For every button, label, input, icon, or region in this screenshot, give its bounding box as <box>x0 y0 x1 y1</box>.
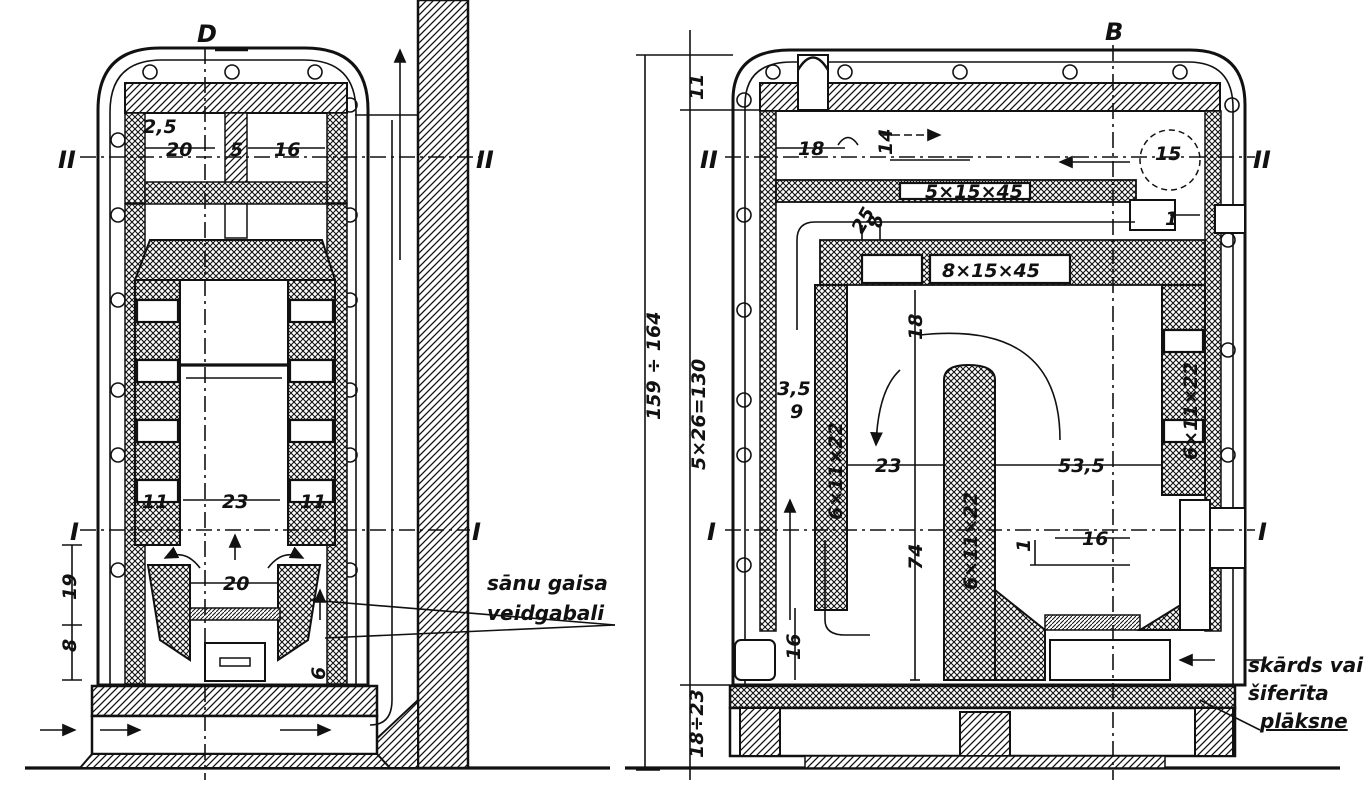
chimney-wall <box>416 0 470 770</box>
right-dim-1b: 1 <box>1013 539 1035 552</box>
left-dim-20a: 20 <box>166 139 192 161</box>
right-section-i-right: I <box>1258 518 1267 546</box>
left-dim-19: 19 <box>59 574 81 600</box>
right-note-line1: skārds vai <box>1248 653 1364 677</box>
left-section-ii-right: II <box>476 146 494 174</box>
right-dim-18-23: 18÷23 <box>686 689 708 758</box>
right-view: B II II I I 11 159 ÷ 164 5×26=130 18÷23 … <box>636 18 1364 780</box>
right-outer-casing <box>731 48 1247 687</box>
left-note-line1: sānu gaisa <box>487 571 608 595</box>
left-dim-8: 8 <box>59 639 81 652</box>
right-dim-11: 11 <box>686 74 708 100</box>
left-section-letter: D <box>197 20 217 48</box>
left-dim-6: 6 <box>308 667 330 680</box>
right-dim-1a: 1 <box>1165 208 1178 230</box>
left-dim-23: 23 <box>222 491 248 513</box>
left-dim-11b: 11 <box>300 491 326 513</box>
left-section-ii-left: II <box>58 146 76 174</box>
right-dim-8: 8 <box>865 215 887 228</box>
right-dim-74: 74 <box>905 544 927 570</box>
right-brick-top: 5×15×45 <box>925 181 1023 203</box>
left-note-line2: veidgabali <box>487 601 605 625</box>
right-dim-159-164: 159 ÷ 164 <box>643 312 665 420</box>
left-dim-5: 5 <box>230 139 243 161</box>
left-dim-2-5: 2,5 <box>143 116 177 138</box>
right-dim-23: 23 <box>875 455 901 477</box>
right-dim-5x26: 5×26=130 <box>688 359 710 470</box>
left-dim-11a: 11 <box>142 491 168 513</box>
right-section-letter: B <box>1105 18 1123 46</box>
left-section-i-left: I <box>70 518 79 546</box>
right-dim-3-5: 3,5 <box>777 378 811 400</box>
right-dim-16a: 16 <box>1082 528 1108 550</box>
right-dim-14: 14 <box>875 129 897 155</box>
right-section-ii-right: II <box>1253 146 1271 174</box>
right-note-line3: plāksne <box>1259 709 1348 733</box>
left-view: D II II I I 2,5 20 5 16 11 23 11 20 19 8… <box>40 0 616 780</box>
right-dim-18a: 18 <box>798 138 824 160</box>
right-dim-16b: 16 <box>783 634 805 660</box>
right-dim-18b: 18 <box>905 314 927 340</box>
left-firebox-walls <box>134 279 336 546</box>
left-dim-20b: 20 <box>223 573 249 595</box>
right-dim-53-5: 53,5 <box>1058 455 1105 477</box>
left-dim-16: 16 <box>274 139 300 161</box>
right-dim-15: 15 <box>1155 143 1181 165</box>
right-brick-center: 6×11×22 <box>960 492 982 590</box>
right-brick-left: 6×11×22 <box>825 422 847 520</box>
right-brick-mid: 8×15×45 <box>942 260 1040 282</box>
right-brick-right: 6×11×22 <box>1180 362 1202 460</box>
left-section-i-right: I <box>472 518 481 546</box>
right-note-line2: šiferīta <box>1248 681 1329 705</box>
right-section-ii-left: II <box>700 146 718 174</box>
right-section-i-left: I <box>707 518 716 546</box>
right-dim-9: 9 <box>790 401 803 423</box>
